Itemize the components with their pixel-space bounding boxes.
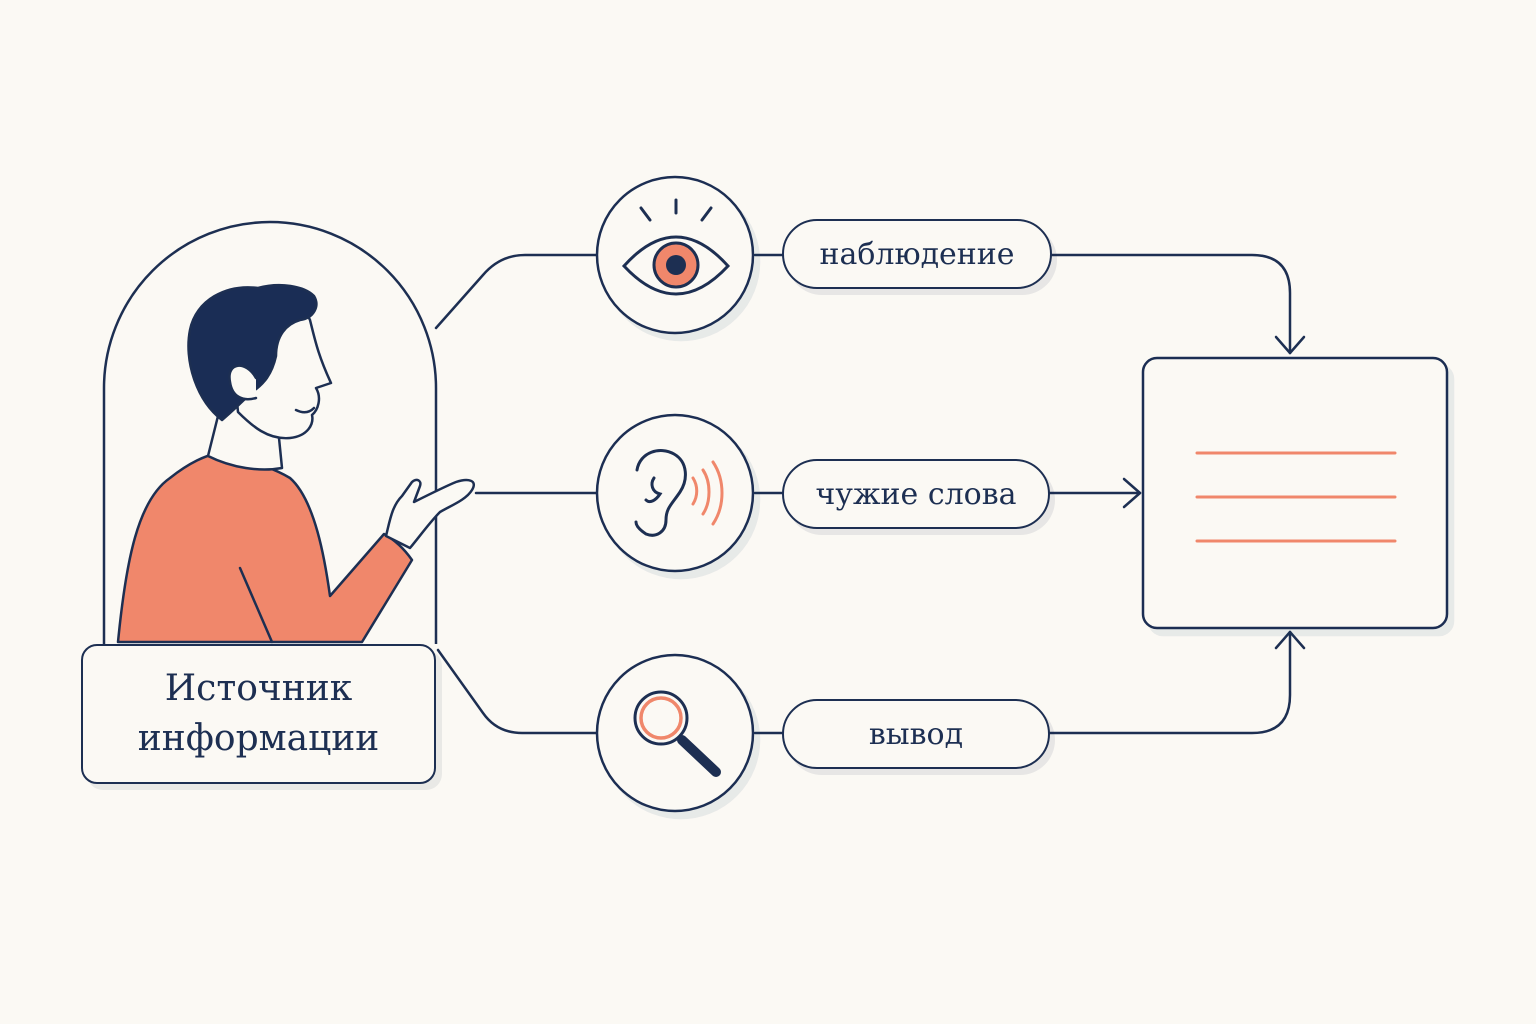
arrow-inference-to-target [1048,630,1292,735]
document-lines-icon [1195,451,1397,543]
pill-inference: вывод [782,699,1050,769]
magnifier-icon [633,690,721,777]
pill-others-words-label: чужие слова [815,476,1017,512]
pill-others-words: чужие слова [782,459,1050,529]
person-ear [228,364,258,401]
arrowhead-top [1274,335,1306,355]
arrow-observation-to-target [1050,253,1292,355]
person-hand [384,478,475,550]
magnifier-node [595,653,755,813]
ear-node [595,413,755,573]
eye-icon [621,198,731,296]
eye-node [595,175,755,335]
pill-observation-label: наблюдение [819,236,1015,272]
connector-source-to-eye [434,253,598,330]
arrowhead-middle [1122,477,1142,509]
source-arch-frame [102,220,438,644]
person-illustration [116,284,475,644]
person-hair [187,284,318,422]
pill-observation: наблюдение [782,219,1052,289]
connector-source-to-magnifier [436,648,598,735]
arrowhead-bottom [1274,630,1306,650]
ear-icon [634,449,724,537]
source-label-box: Источник информации [81,644,436,784]
person-sweater [116,450,414,644]
source-label-line2: информации [137,718,380,759]
sweater-fold [238,566,274,644]
target-document [1141,356,1449,630]
pill-inference-label: вывод [868,716,964,752]
source-label-line1: Источник [164,668,353,709]
person-smile [294,406,316,414]
